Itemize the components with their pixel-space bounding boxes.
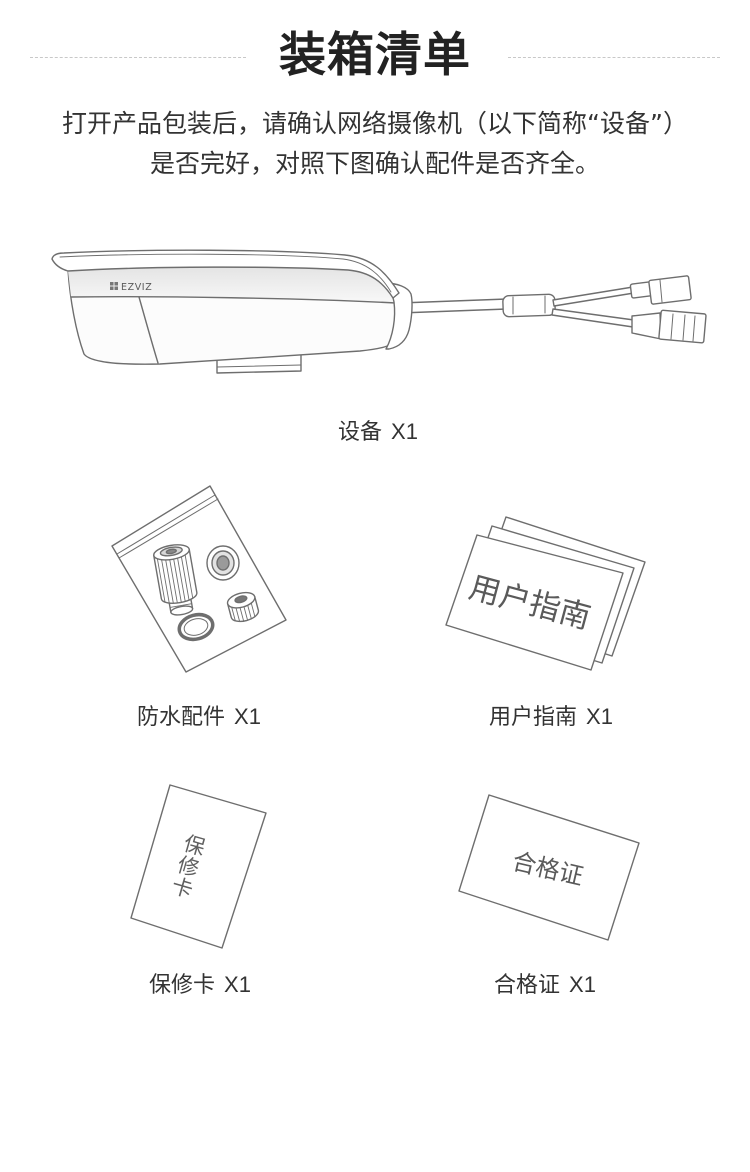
camera-sunshade-edge — [59, 253, 392, 293]
item-label-user-guide: 用户指南 X1 — [401, 702, 701, 732]
camera-cable — [399, 298, 508, 314]
power-cable — [552, 286, 635, 307]
item-name: 防水配件 — [137, 705, 226, 730]
bag-zip-seal — [116, 494, 219, 559]
network-cable — [551, 308, 635, 328]
item-qty: X1 — [234, 704, 261, 729]
cable-gland-ridges — [156, 554, 194, 604]
item-label-certificate: 合格证 X1 — [395, 970, 695, 1000]
o-ring — [177, 612, 215, 642]
ezviz-logo-text: EZVIZ — [121, 282, 152, 293]
item-qty: X1 — [586, 704, 613, 729]
item-label-warranty-card: 保修卡 X1 — [50, 970, 350, 1000]
locking-ring-hole — [216, 555, 230, 571]
camera-mount-bracket-edge — [216, 364, 302, 368]
item-name: 合格证 — [494, 973, 561, 998]
item-name: 保修卡 — [149, 973, 216, 998]
warranty-card — [130, 784, 267, 949]
item-qty: X1 — [224, 972, 251, 997]
certificate-illustration: 合格证 — [458, 794, 640, 941]
intro-line-1: 打开产品包装后，请确认网络摄像机（以下简称“设备”） — [62, 109, 688, 138]
camera-rear-cap — [383, 282, 413, 350]
cable-splitter-ridges — [512, 295, 546, 315]
item-label-waterproof-kit: 防水配件 X1 — [49, 702, 349, 732]
cable-gland-base — [170, 605, 194, 616]
camera-front-seam — [138, 296, 159, 364]
locking-ring — [206, 545, 240, 581]
cable-gland — [153, 544, 198, 616]
o-ring-inner — [183, 618, 209, 636]
camera-upper-band — [68, 267, 396, 303]
network-connector-ridges — [670, 313, 696, 342]
cable-splitter — [502, 293, 556, 318]
sealing-nut-ridges — [231, 602, 256, 622]
ezviz-logo: EZVIZ — [110, 282, 152, 293]
item-name: 设备 — [338, 420, 383, 445]
item-name: 用户指南 — [489, 705, 578, 730]
booklet-front — [445, 534, 624, 671]
certificate-card — [458, 794, 640, 941]
network-connector-boot — [631, 312, 662, 340]
accessory-bag — [111, 485, 287, 673]
camera-illustration: EZVIZ — [51, 249, 707, 374]
title-divider-left — [30, 57, 246, 58]
sealing-nut — [226, 591, 260, 623]
item-qty: X1 — [569, 972, 596, 997]
page-title: 装箱清单 — [279, 28, 471, 83]
ezviz-logo-icon — [110, 282, 118, 290]
user-guide-illustration: 用户指南 — [445, 516, 646, 671]
item-label-camera: 设备 X1 — [228, 417, 528, 447]
waterproof-kit-illustration — [111, 485, 287, 673]
title-divider-right — [508, 57, 720, 58]
sealing-nut-hole — [234, 595, 248, 604]
camera-body-seam — [70, 296, 397, 304]
o-ring-outer — [177, 612, 215, 642]
warranty-card-illustration — [130, 784, 267, 949]
intro-text: 打开产品包装后，请确认网络摄像机（以下简称“设备”） 是否完好，对照下图确认配件… — [0, 104, 750, 184]
intro-line-2: 是否完好，对照下图确认配件是否齐全。 — [149, 149, 600, 178]
cable-gland-hole — [165, 548, 177, 555]
network-connector-plug — [658, 309, 707, 344]
camera-sunshade — [51, 249, 400, 299]
power-connector-plug — [648, 275, 692, 305]
item-qty: X1 — [391, 419, 418, 444]
power-connector-ridge — [659, 279, 663, 303]
